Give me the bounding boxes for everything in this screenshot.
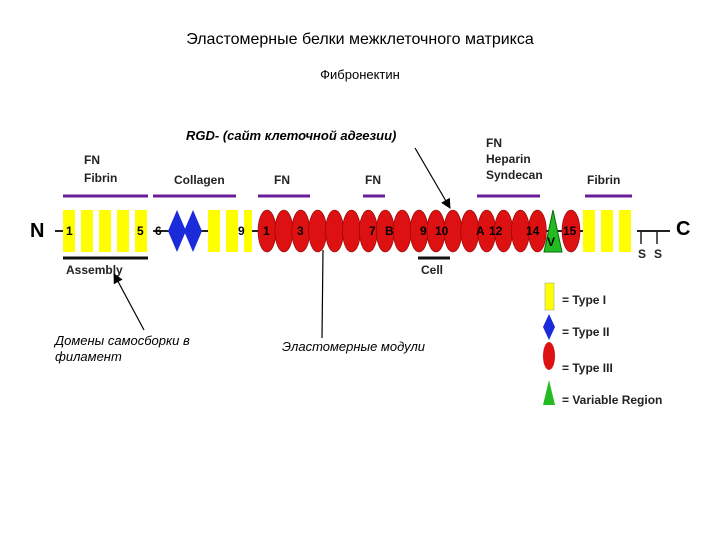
- type1-n-gap: [147, 210, 153, 252]
- type3-module: [561, 209, 581, 253]
- module-num-m12: 12: [489, 224, 503, 238]
- label-fibrin-n: Fibrin: [84, 171, 117, 185]
- label-fn-1: FN: [274, 173, 290, 187]
- legend-type3-swatch: [543, 342, 555, 370]
- type1-n-gap: [111, 210, 117, 252]
- type3-module: [325, 209, 344, 253]
- legend-type2-swatch: [543, 314, 555, 340]
- module-num-mB: B: [385, 224, 394, 238]
- module-num-n9: 9: [238, 224, 245, 238]
- module-num-m7: 7: [369, 224, 376, 238]
- legend-type3-label: = Type III: [562, 361, 613, 375]
- type3-module: [274, 209, 294, 253]
- page-title: Эластомерные белки межклеточного матрикс…: [186, 31, 534, 48]
- type1-modules-n-terminal: [63, 210, 153, 252]
- module-num-n6: 6: [155, 224, 162, 238]
- module-num-m10: 10: [435, 224, 449, 238]
- type2-module: [184, 210, 202, 252]
- elastomer-modules-note: Эластомерные модули: [282, 339, 426, 354]
- c-terminus: C: [676, 218, 690, 240]
- module-num-m9: 9: [420, 224, 427, 238]
- n-terminus: N: [30, 220, 44, 242]
- label-fn-heparin: FN: [486, 136, 502, 150]
- type1-n-gap: [93, 210, 99, 252]
- assembly-domains-note: Домены самосборки в филамент: [55, 333, 190, 364]
- type1-c-gap: [613, 210, 619, 252]
- type1-c-gap: [595, 210, 601, 252]
- rgd-arrow: [414, 147, 451, 209]
- page-subtitle: Фибронектин: [320, 67, 400, 82]
- module-num-m3: 3: [297, 224, 304, 238]
- legend-variable-swatch: [543, 380, 555, 405]
- variable-region-triangle: [543, 209, 563, 253]
- type2-module: [168, 210, 186, 252]
- legend-type1-label: = Type I: [562, 293, 606, 307]
- type1-c-band: [583, 210, 634, 252]
- type1-modules-c-terminal: [583, 210, 637, 252]
- type3-module: [528, 209, 547, 253]
- legend-variable-label: = Variable Region: [562, 393, 662, 407]
- module-num-n5: 5: [137, 224, 144, 238]
- legend-type2-label: = Type II: [562, 325, 609, 339]
- module-num-m15: 15: [563, 224, 577, 238]
- ss-label-2: S: [654, 247, 662, 261]
- rgd-label: RGD- (сайт клеточной адгезии): [186, 128, 397, 143]
- type2-modules: [168, 210, 202, 252]
- label-heparin: Heparin: [486, 152, 531, 166]
- type1-mid-band: [208, 210, 252, 252]
- type3-module: [392, 209, 412, 253]
- label-fibrin-c: Fibrin: [587, 173, 620, 187]
- module-num-mA: A: [476, 224, 485, 238]
- ss-label-1: S: [638, 247, 646, 261]
- type1-mid-gap: [220, 210, 226, 252]
- module-num-n1: 1: [66, 224, 73, 238]
- type3-modules: [257, 209, 581, 253]
- type3-module: [342, 209, 361, 253]
- assembly-arrow: [113, 273, 145, 331]
- label-fn: FN: [84, 153, 100, 167]
- elastomer-pointer-line: [321, 249, 324, 339]
- label-syndecan: Syndecan: [486, 168, 543, 182]
- type3-module: [308, 209, 328, 253]
- type1-n-gap: [75, 210, 81, 252]
- legend-type1-swatch: [544, 282, 555, 311]
- type1-mid-gap: [238, 210, 244, 252]
- type1-modules-collagen: [208, 210, 252, 252]
- module-num-mV: V: [547, 235, 555, 249]
- module-num-m14: 14: [526, 224, 540, 238]
- label-fn-2: FN: [365, 173, 381, 187]
- type1-c-gap: [631, 210, 637, 252]
- module-num-m1: 1: [263, 224, 270, 238]
- label-collagen: Collagen: [174, 173, 225, 187]
- label-cell: Cell: [421, 263, 443, 277]
- type1-n-gap: [129, 210, 135, 252]
- label-assembly: Assembly: [66, 263, 123, 277]
